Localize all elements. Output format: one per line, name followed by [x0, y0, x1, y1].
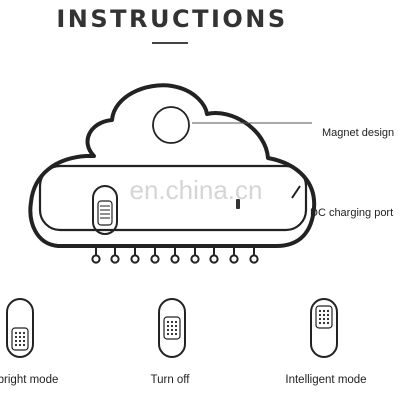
cloud-device [28, 83, 317, 248]
mode-switch: Turn off [151, 298, 191, 386]
dc-charging-port-label: DC charging port [310, 207, 393, 219]
dc-port [236, 199, 240, 209]
inner-panel [38, 164, 308, 232]
switch-grip-lines [100, 205, 110, 219]
drip-dot [249, 247, 259, 264]
page-title: INSTRUCTIONS [56, 5, 287, 33]
mode-switch: Intelligent mode [285, 298, 367, 386]
switch-knob [97, 200, 113, 226]
mode-switch-knob [163, 316, 181, 340]
magnet-circle [152, 106, 190, 144]
mode-label: Turn off [151, 374, 191, 386]
watermark: en.china.cn [130, 175, 263, 205]
mode-switch-knob [315, 305, 333, 329]
mode-switches: bright mode Turn off Intelligent mode [0, 298, 367, 386]
switch-housing [92, 185, 118, 235]
drip-dot [110, 247, 120, 264]
mode-label: Intelligent mode [285, 374, 366, 386]
drip-dot [170, 247, 180, 264]
drip-dot [190, 247, 200, 264]
drip-dot [130, 247, 140, 264]
mode-label: bright mode [0, 374, 58, 386]
drip-dot [209, 247, 219, 264]
magnet-design-label: Magnet design [322, 127, 394, 139]
drip-dot [91, 247, 101, 264]
drip-dots [91, 247, 259, 264]
mode-switch-knob [11, 327, 29, 351]
drip-dot [229, 247, 239, 264]
dc-port-pointer [291, 185, 301, 199]
mode-switch: bright mode [0, 298, 58, 386]
drip-dot [150, 247, 160, 264]
device-switch [92, 185, 118, 235]
